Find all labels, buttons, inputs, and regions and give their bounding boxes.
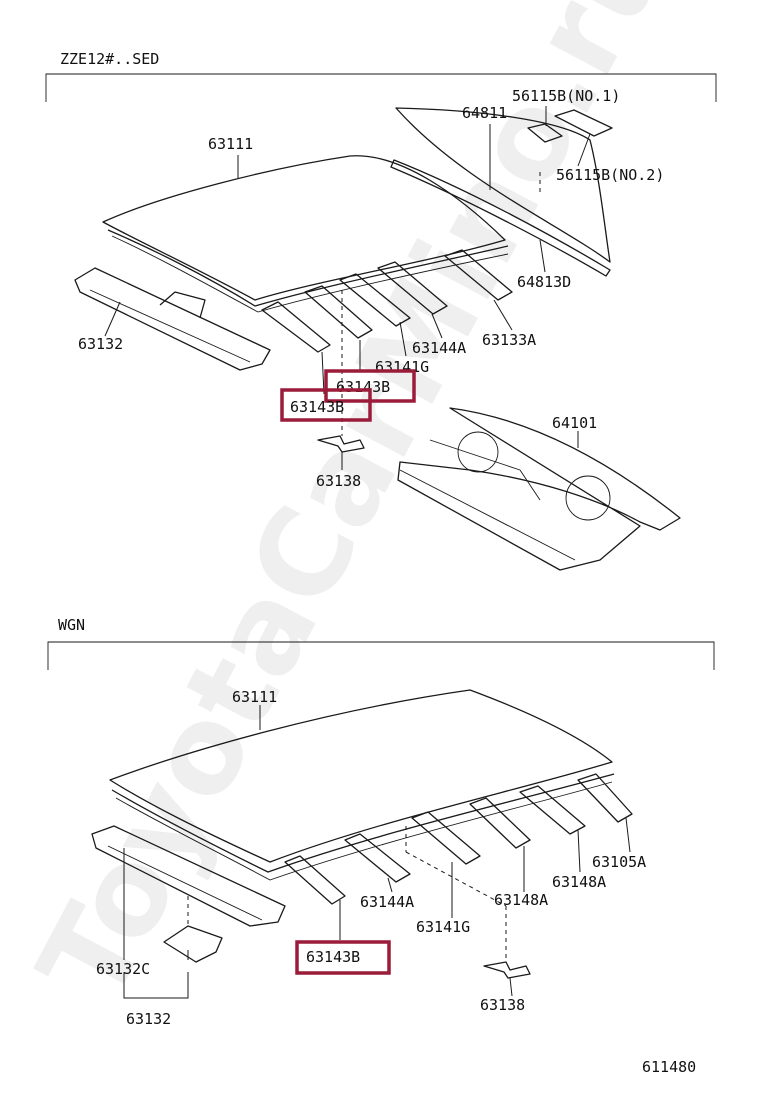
front-header-drawing	[91, 825, 286, 927]
section-sedan: ZZE12#..SED	[45, 50, 717, 571]
highlight-box	[295, 940, 391, 975]
callout-label[interactable]: 63132	[126, 1010, 171, 1028]
section-wagon: WGN	[47, 616, 715, 1028]
highlight-box	[280, 388, 372, 422]
callout-label[interactable]: 63148A	[494, 891, 548, 909]
callout-label[interactable]: 63144A	[412, 339, 466, 357]
callout-label[interactable]: 63111	[232, 688, 277, 706]
header-reinforcement-drawing	[163, 925, 223, 963]
section-bracket	[47, 641, 715, 670]
stoppers-drawing	[527, 109, 613, 143]
callout-label[interactable]: 56115B(NO.1)	[512, 87, 620, 105]
bracket-drawing	[483, 961, 531, 979]
roof-bows-drawing	[261, 249, 513, 353]
callout-label[interactable]: 63148A	[552, 873, 606, 891]
callout-label[interactable]: 64813D	[517, 273, 571, 291]
callout-label[interactable]: 63111	[208, 135, 253, 153]
callout-label[interactable]: 64811	[462, 104, 507, 122]
callout-label[interactable]: 63141G	[416, 918, 470, 936]
callout-label[interactable]: 63141G	[375, 358, 429, 376]
section-title: WGN	[58, 616, 85, 634]
roof-bows-drawing	[284, 773, 633, 905]
roof-panel-drawing	[102, 155, 509, 313]
leaders-sedan	[104, 106, 591, 470]
roof-panel-drawing	[109, 689, 615, 881]
callout-label[interactable]: 63143B	[306, 948, 360, 966]
section-bracket	[45, 73, 717, 102]
callout-label[interactable]: 56115B(NO.2)	[556, 166, 664, 184]
callout-label[interactable]: 63133A	[482, 331, 536, 349]
callout-label[interactable]: 63143B	[336, 378, 390, 396]
callout-label[interactable]: 63138	[480, 996, 525, 1014]
section-title: ZZE12#..SED	[60, 50, 159, 68]
callout-label[interactable]: 63143B	[290, 398, 344, 416]
package-tray-drawing	[397, 407, 681, 571]
back-window-drawing	[390, 107, 611, 277]
bracket-drawing	[317, 435, 365, 453]
callout-label[interactable]: 63132	[78, 335, 123, 353]
leaders-wagon	[123, 705, 631, 999]
front-header-drawing	[74, 267, 271, 371]
callout-label[interactable]: 63144A	[360, 893, 414, 911]
callout-label[interactable]: 64101	[552, 414, 597, 432]
callout-label[interactable]: 63105A	[592, 853, 646, 871]
callout-label[interactable]: 63132C	[96, 960, 150, 978]
callout-label[interactable]: 63138	[316, 472, 361, 490]
callouts-wagon: 63111 63105A 63148A 63148A 63144A 63141G…	[96, 688, 646, 1028]
callouts-sedan: 63111 64811 56115B(NO.1) 56115B(NO.2) 64…	[78, 87, 664, 490]
figure-number: 611480	[642, 1058, 696, 1076]
